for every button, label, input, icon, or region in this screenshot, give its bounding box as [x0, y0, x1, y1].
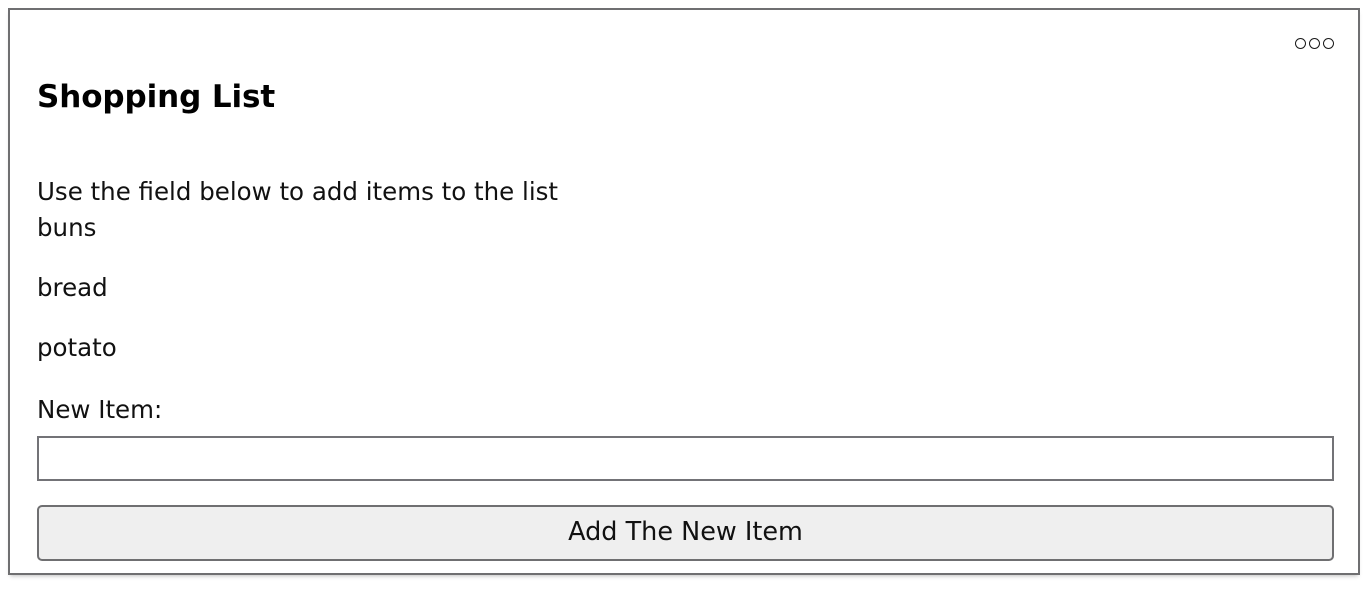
page-title: Shopping List — [37, 79, 276, 115]
list-item: potato — [37, 333, 117, 362]
new-item-input[interactable] — [37, 436, 1334, 481]
three-dots-circles-icon[interactable] — [1293, 36, 1336, 51]
add-new-item-button[interactable]: Add The New Item — [37, 505, 1334, 561]
list-item: buns — [37, 213, 97, 242]
list-item: bread — [37, 273, 108, 302]
menu-dot-1 — [1295, 38, 1306, 49]
app-window: Shopping List Use the field below to add… — [8, 8, 1360, 575]
menu-dot-2 — [1309, 38, 1320, 49]
instructions-text: Use the field below to add items to the … — [37, 176, 559, 206]
new-item-label: New Item: — [37, 395, 163, 424]
menu-dot-3 — [1323, 38, 1334, 49]
